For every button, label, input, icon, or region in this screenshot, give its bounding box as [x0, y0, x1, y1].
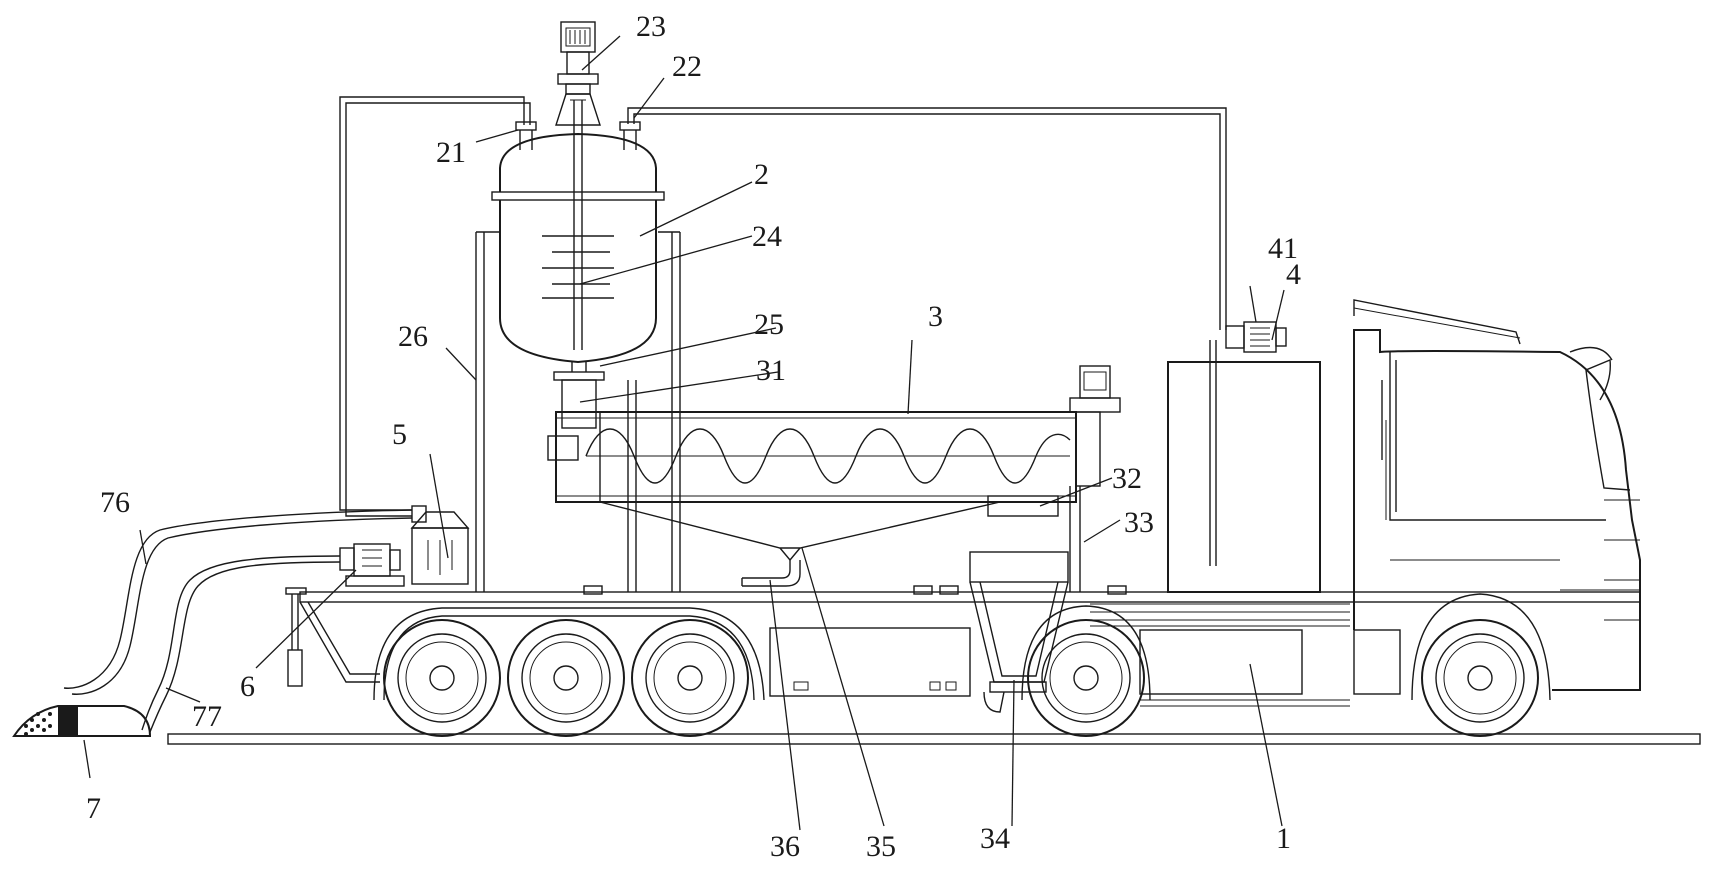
label-34: 34	[980, 822, 1010, 855]
label-33: 33	[1124, 506, 1154, 539]
feed-hopper	[969, 551, 1069, 713]
ground	[167, 733, 1701, 745]
reactor-tank	[491, 21, 665, 429]
wheel-1	[383, 619, 501, 737]
label-41: 41	[1268, 232, 1298, 265]
label-23: 23	[636, 10, 666, 43]
wheel-2	[507, 619, 625, 737]
label-21: 21	[436, 136, 466, 169]
overhead-pipes	[339, 96, 1227, 517]
label-35: 35	[866, 830, 896, 863]
label-32: 32	[1112, 462, 1142, 495]
label-26: 26	[398, 320, 428, 353]
label-25: 25	[754, 308, 784, 341]
label-7: 7	[86, 792, 101, 825]
label-2: 2	[754, 158, 769, 191]
trailer-wheels	[383, 619, 749, 737]
pump-unit	[339, 505, 470, 587]
label-76: 76	[100, 486, 130, 519]
label-1: 1	[1276, 822, 1291, 855]
label-22: 22	[672, 50, 702, 83]
callout-labels: 23 22 21 2 24 25 26 31 3 32 33 41 4 5 76…	[86, 10, 1301, 863]
label-24: 24	[752, 220, 782, 253]
label-5: 5	[392, 418, 407, 451]
screw-conveyor	[547, 365, 1121, 592]
label-3: 3	[928, 300, 943, 333]
leader-lines	[83, 35, 1285, 831]
hoses	[63, 509, 413, 733]
outlet-pipe	[741, 560, 801, 587]
label-4: 4	[1286, 258, 1301, 291]
wheel-3	[631, 619, 749, 737]
spray-head	[12, 705, 152, 737]
label-77: 77	[192, 700, 222, 733]
truck-cab	[1021, 299, 1641, 737]
label-6: 6	[240, 670, 255, 703]
label-36: 36	[770, 830, 800, 863]
water-tank	[1167, 321, 1321, 593]
label-31: 31	[756, 354, 786, 387]
